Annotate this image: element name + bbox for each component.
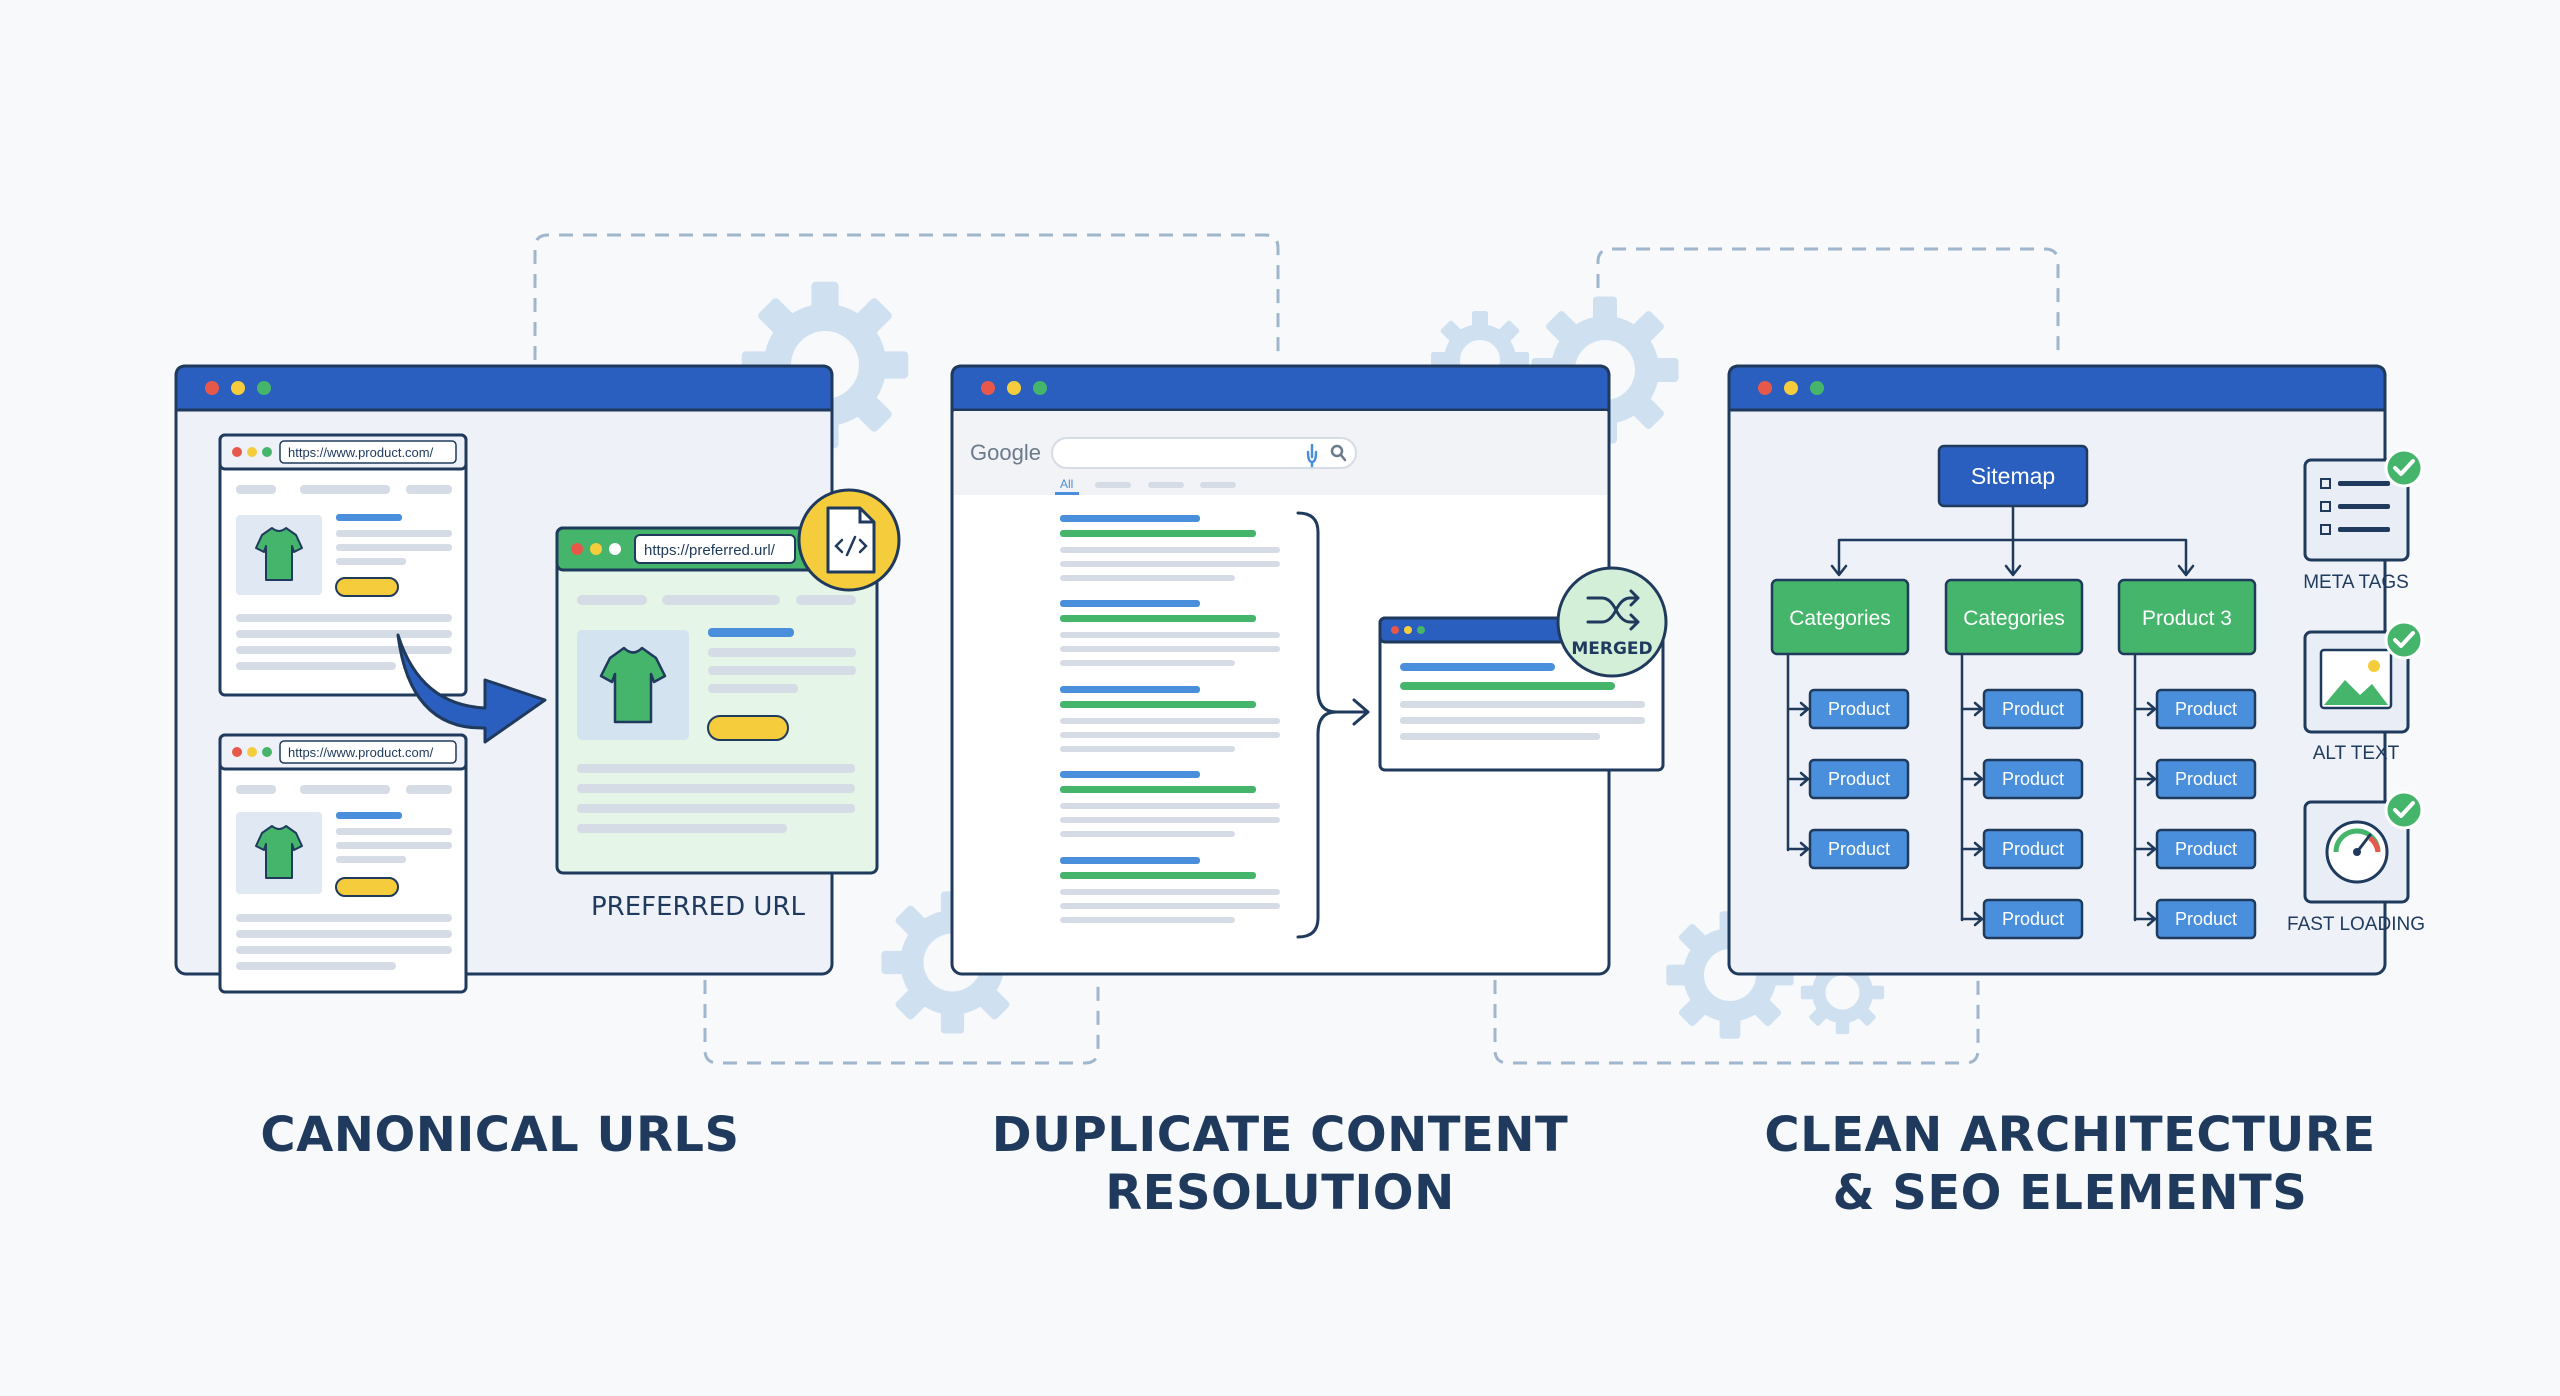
tree-arrow-icon: [1960, 701, 1984, 717]
product-label: Product: [2002, 769, 2064, 789]
speedometer-icon: [2325, 820, 2389, 884]
heading-line: & SEO ELEMENTS: [1832, 1165, 2308, 1221]
tree-arrow-icon: [1960, 911, 1984, 927]
search-result: [1060, 515, 1280, 581]
tree-arrow-icon: [2133, 911, 2157, 927]
tree-arrow-icon: [2133, 701, 2157, 717]
product-label: Product: [2002, 909, 2064, 929]
tshirt-icon: [255, 825, 303, 879]
tree-arrow-icon: [2133, 771, 2157, 787]
duplicate-panel: Google All: [950, 364, 1668, 976]
tree-connectors: [1786, 504, 2195, 922]
duplicate-page-card: https://www.product.com/: [218, 733, 468, 994]
heading-line: RESOLUTION: [1105, 1165, 1455, 1221]
tree-arrow-icon: [1960, 771, 1984, 787]
sitemap-node: [1937, 444, 2089, 508]
heading-line: CLEAN ARCHITECTURE: [1764, 1107, 2376, 1163]
check-icon: [2384, 620, 2424, 660]
tree-arrow-icon: [1786, 841, 1810, 857]
search-logo: Google: [970, 440, 1041, 465]
product-node: [1808, 758, 1910, 800]
category-node: [1944, 578, 2084, 656]
heading-canonical-urls: CANONICAL URLS: [200, 1106, 800, 1164]
product-node: [2155, 898, 2257, 940]
category-label: Product 3: [2142, 607, 2232, 630]
category-columns: CategoriesProductProductProductCategorie…: [1770, 578, 2257, 940]
check-icon: [2384, 448, 2424, 488]
canonical-panel: https://www.product.com/ https://www.pro…: [174, 364, 901, 994]
redirect-arrow-icon: [396, 633, 547, 744]
product-label: Product: [2175, 699, 2237, 719]
product-label: Product: [1828, 699, 1890, 719]
duplicate-page-card: https://www.product.com/: [218, 433, 468, 697]
seo-element-label: FAST LOADING: [2287, 914, 2425, 935]
product-node: [1982, 828, 2084, 870]
url-bar-text: https://www.product.com/: [288, 745, 434, 760]
heading-line: CANONICAL URLS: [260, 1107, 740, 1163]
search-result: [1060, 771, 1280, 837]
shuffle-icon: [1586, 589, 1640, 631]
product-label: Product: [2175, 769, 2237, 789]
heading-clean-architecture: CLEAN ARCHITECTURE & SEO ELEMENTS: [1690, 1106, 2450, 1222]
image-icon: [2319, 648, 2393, 710]
product-node: [1808, 688, 1910, 730]
preferred-url-text: https://preferred.url/: [644, 542, 776, 559]
tree-arrow-icon: [1786, 771, 1810, 787]
search-input[interactable]: [1051, 437, 1357, 469]
category-node: [2117, 578, 2257, 656]
seo-element-fast-loading: FAST LOADING: [2287, 790, 2425, 935]
product-label: Product: [2175, 909, 2237, 929]
product-node: [1982, 758, 2084, 800]
sitemap-label: Sitemap: [1971, 463, 2055, 489]
seo-element-label: ALT TEXT: [2313, 743, 2400, 764]
product-node: [2155, 758, 2257, 800]
search-result: [1060, 686, 1280, 752]
product-label: Product: [2175, 839, 2237, 859]
search-tab-all[interactable]: All: [1060, 477, 1073, 491]
product-node: [1982, 898, 2084, 940]
heading-line: DUPLICATE CONTENT: [991, 1107, 1569, 1163]
merged-badge: MERGED: [1556, 566, 1668, 678]
tshirt-icon: [599, 646, 667, 724]
preferred-page-card: https://preferred.url/: [555, 526, 879, 875]
search-icon: [1330, 444, 1347, 462]
microphone-icon: [1306, 443, 1318, 468]
tree-arrow-icon: [1960, 841, 1984, 857]
url-bar-text: https://www.product.com/: [288, 445, 434, 460]
tshirt-icon: [255, 527, 303, 581]
category-node: [1770, 578, 1910, 656]
preferred-url-label: PREFERRED URL: [591, 892, 805, 922]
product-node: [2155, 688, 2257, 730]
architecture-panel: Sitemap CategoriesProductProductProductC…: [1727, 364, 2425, 976]
product-node: [1808, 828, 1910, 870]
dashed-connectors: [533, 233, 2060, 1065]
heading-duplicate-content: DUPLICATE CONTENT RESOLUTION: [930, 1106, 1630, 1222]
category-label: Categories: [1789, 607, 1891, 630]
meta-tags-icon: [2320, 478, 2390, 535]
product-node: [2155, 828, 2257, 870]
merge-arrow-icon: [1334, 698, 1370, 726]
product-label: Product: [1828, 839, 1890, 859]
code-file-icon: [797, 488, 901, 592]
check-icon: [2384, 790, 2424, 830]
category-label: Categories: [1963, 607, 2065, 630]
search-result: [1060, 857, 1280, 923]
product-label: Product: [2002, 699, 2064, 719]
tree-arrow-icon: [1786, 701, 1810, 717]
product-label: Product: [2002, 839, 2064, 859]
product-node: [1982, 688, 2084, 730]
search-result: [1060, 600, 1280, 666]
seo-element-label: META TAGS: [2303, 572, 2409, 593]
seo-element-alt-text: ALT TEXT: [2303, 620, 2424, 764]
product-label: Product: [1828, 769, 1890, 789]
search-results: [1060, 515, 1280, 923]
seo-element-meta-tags: META TAGS: [2303, 448, 2424, 593]
merged-label: MERGED: [1571, 639, 1652, 659]
tree-arrow-icon: [2133, 841, 2157, 857]
